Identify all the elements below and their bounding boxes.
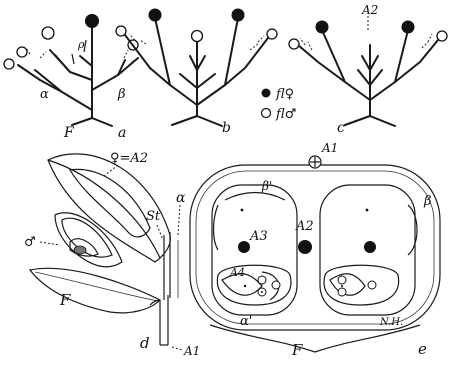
panel-b-letter: b (222, 120, 231, 136)
panel-e-a4-label: A4 (229, 266, 245, 279)
panel-b-diagram (116, 9, 277, 127)
panel-e-a1-label: A1 (321, 141, 338, 155)
panel-e-signature: N.H. (379, 317, 403, 328)
panel-a-rho-label: ρ (77, 38, 85, 51)
panel-d-female-a2-label: ♀=A2 (110, 151, 148, 166)
male-flower-legend-marker (262, 109, 271, 118)
panel-e-beta-label: β (423, 194, 432, 209)
legend: fl♀ fl♂ (262, 87, 297, 122)
panel-e-letter: e (418, 340, 427, 358)
panel-d-letter: d (140, 334, 150, 352)
panel-d-f-label: F (59, 291, 71, 309)
panel-e-a2-label: A2 (295, 219, 314, 234)
panel-d-st-label: St (146, 209, 161, 224)
legend-female-label: fl♀ (275, 87, 294, 102)
panel-d-male-label: ♂ (24, 235, 36, 250)
panel-e-beta-prime-label: β' (261, 179, 272, 193)
panel-e-f-label: F (291, 341, 303, 359)
panel-c-letter: c (337, 120, 345, 136)
panel-e-a2-female-flower (298, 240, 312, 254)
panel-e-alpha-prime-label: α' (240, 314, 252, 329)
panel-a-letter: a (118, 125, 126, 141)
panel-d-diagram (30, 154, 182, 350)
panel-c-diagram (289, 16, 447, 126)
panel-a-alpha-label: α (40, 87, 49, 102)
panel-c-a2-label: A2 (361, 3, 378, 17)
panel-e-a3-label: A3 (249, 229, 268, 244)
panel-e-right-female-flower (364, 241, 376, 253)
panel-d-alpha-label: α (176, 190, 186, 206)
panel-a-beta-label: β (117, 87, 126, 102)
legend-male-label: fl♂ (275, 107, 296, 122)
panel-e-a3-female-flower (238, 241, 250, 253)
panel-d-a1-label: A1 (183, 344, 200, 358)
female-flower-legend-marker (262, 89, 271, 98)
panel-a-f-label: F (63, 125, 75, 141)
